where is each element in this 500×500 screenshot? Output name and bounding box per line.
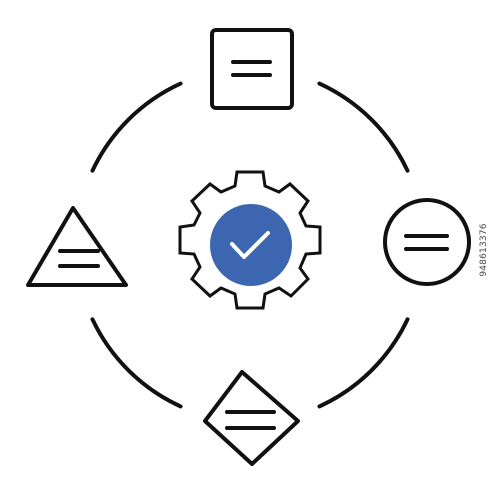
document-square-icon <box>210 28 294 110</box>
document-triangle-icon <box>26 206 128 287</box>
checkmark-icon <box>230 231 270 259</box>
ring-arc-bottom-left <box>90 317 183 409</box>
ring-arc-top-right <box>317 81 410 173</box>
cycle-ring-arcs <box>90 81 410 409</box>
stock-id-label: 948613376 <box>479 223 489 277</box>
check-badge <box>210 204 292 286</box>
ring-arc-top-left <box>90 81 183 173</box>
gear-with-checkmark-icon <box>178 170 322 310</box>
document-circle-icon <box>383 198 471 286</box>
ring-arc-bottom-right <box>317 317 410 409</box>
document-diamond-icon <box>203 370 300 466</box>
